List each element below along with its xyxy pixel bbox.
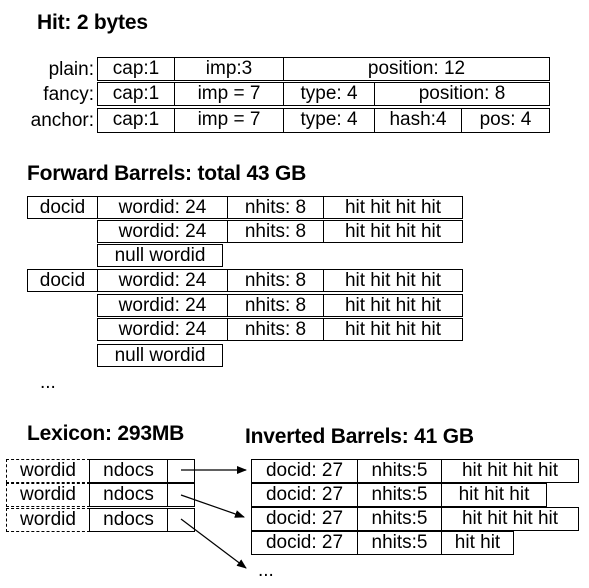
fancy-type-field: type: 4 bbox=[283, 82, 375, 106]
lexicon-ndocs-cell: ndocs bbox=[89, 508, 168, 532]
inverted-docid-cell: docid: 27 bbox=[251, 483, 358, 507]
lexicon-title: Lexicon: 293MB bbox=[27, 422, 185, 445]
forward-barrels-title: Forward Barrels: total 43 GB bbox=[27, 162, 307, 185]
forward-hits-cell: hit hit hit hit bbox=[323, 269, 463, 292]
inverted-hits-cell: hit hit hit hit bbox=[441, 507, 579, 531]
anchor-imp-field: imp = 7 bbox=[174, 108, 284, 133]
forward-nhits-cell: nhits: 8 bbox=[227, 318, 324, 341]
forward-hits-cell: hit hit hit hit bbox=[323, 318, 463, 341]
lexicon-ndocs-cell: ndocs bbox=[89, 483, 168, 507]
forward-docid-cell: docid bbox=[27, 269, 98, 292]
forward-docid-cell: docid bbox=[27, 196, 98, 219]
inverted-ellipsis: ... bbox=[258, 560, 274, 581]
inverted-hits-cell: hit hit hit bbox=[441, 483, 547, 507]
lexicon-wordid-cell: wordid bbox=[6, 459, 90, 483]
forward-wordid-cell: wordid: 24 bbox=[97, 318, 228, 341]
forward-null-wordid-cell: null wordid bbox=[97, 244, 223, 267]
forward-hits-cell: hit hit hit hit bbox=[323, 220, 463, 243]
anchor-cap-field: cap:1 bbox=[97, 108, 175, 133]
forward-ellipsis: ... bbox=[40, 372, 56, 393]
plain-imp-field: imp:3 bbox=[174, 57, 284, 81]
inverted-barrels-title: Inverted Barrels: 41 GB bbox=[245, 425, 474, 448]
inverted-docid-cell: docid: 27 bbox=[251, 459, 358, 483]
plain-cap-field: cap:1 bbox=[97, 57, 175, 81]
forward-hits-cell: hit hit hit hit bbox=[323, 294, 463, 317]
forward-wordid-cell: wordid: 24 bbox=[97, 220, 228, 243]
plain-position-field: position: 12 bbox=[283, 57, 550, 81]
forward-nhits-cell: nhits: 8 bbox=[227, 196, 324, 219]
fancy-imp-field: imp = 7 bbox=[174, 82, 284, 106]
inverted-nhits-cell: nhits:5 bbox=[357, 507, 442, 531]
inverted-nhits-cell: nhits:5 bbox=[357, 531, 442, 555]
plain-label: plain: bbox=[48, 59, 94, 80]
anchor-type-field: type: 4 bbox=[283, 108, 375, 133]
forward-wordid-cell: wordid: 24 bbox=[97, 196, 228, 219]
inverted-hits-cell: hit hit bbox=[441, 531, 514, 555]
lexicon-wordid-cell: wordid bbox=[6, 483, 90, 507]
inverted-docid-cell: docid: 27 bbox=[251, 531, 358, 555]
lexicon-pointer-cell bbox=[167, 459, 195, 483]
fancy-cap-field: cap:1 bbox=[97, 82, 175, 106]
inverted-hits-cell: hit hit hit hit bbox=[441, 459, 579, 483]
lexicon-ndocs-cell: ndocs bbox=[89, 459, 168, 483]
lexicon-pointer-cell bbox=[167, 508, 195, 532]
anchor-label: anchor: bbox=[30, 110, 94, 131]
lexicon-arrow bbox=[180, 518, 247, 569]
lexicon-wordid-cell: wordid bbox=[6, 508, 90, 532]
fancy-position-field: position: 8 bbox=[374, 82, 550, 106]
anchor-pos-field: pos: 4 bbox=[461, 108, 550, 133]
hit-title: Hit: 2 bytes bbox=[37, 11, 148, 34]
forward-nhits-cell: nhits: 8 bbox=[227, 220, 324, 243]
inverted-nhits-cell: nhits:5 bbox=[357, 483, 442, 507]
inverted-docid-cell: docid: 27 bbox=[251, 507, 358, 531]
fancy-label: fancy: bbox=[43, 84, 94, 105]
forward-wordid-cell: wordid: 24 bbox=[97, 269, 228, 292]
forward-null-wordid-cell: null wordid bbox=[97, 344, 223, 367]
lexicon-arrow bbox=[180, 494, 245, 518]
forward-hits-cell: hit hit hit hit bbox=[323, 196, 463, 219]
forward-nhits-cell: nhits: 8 bbox=[227, 294, 324, 317]
